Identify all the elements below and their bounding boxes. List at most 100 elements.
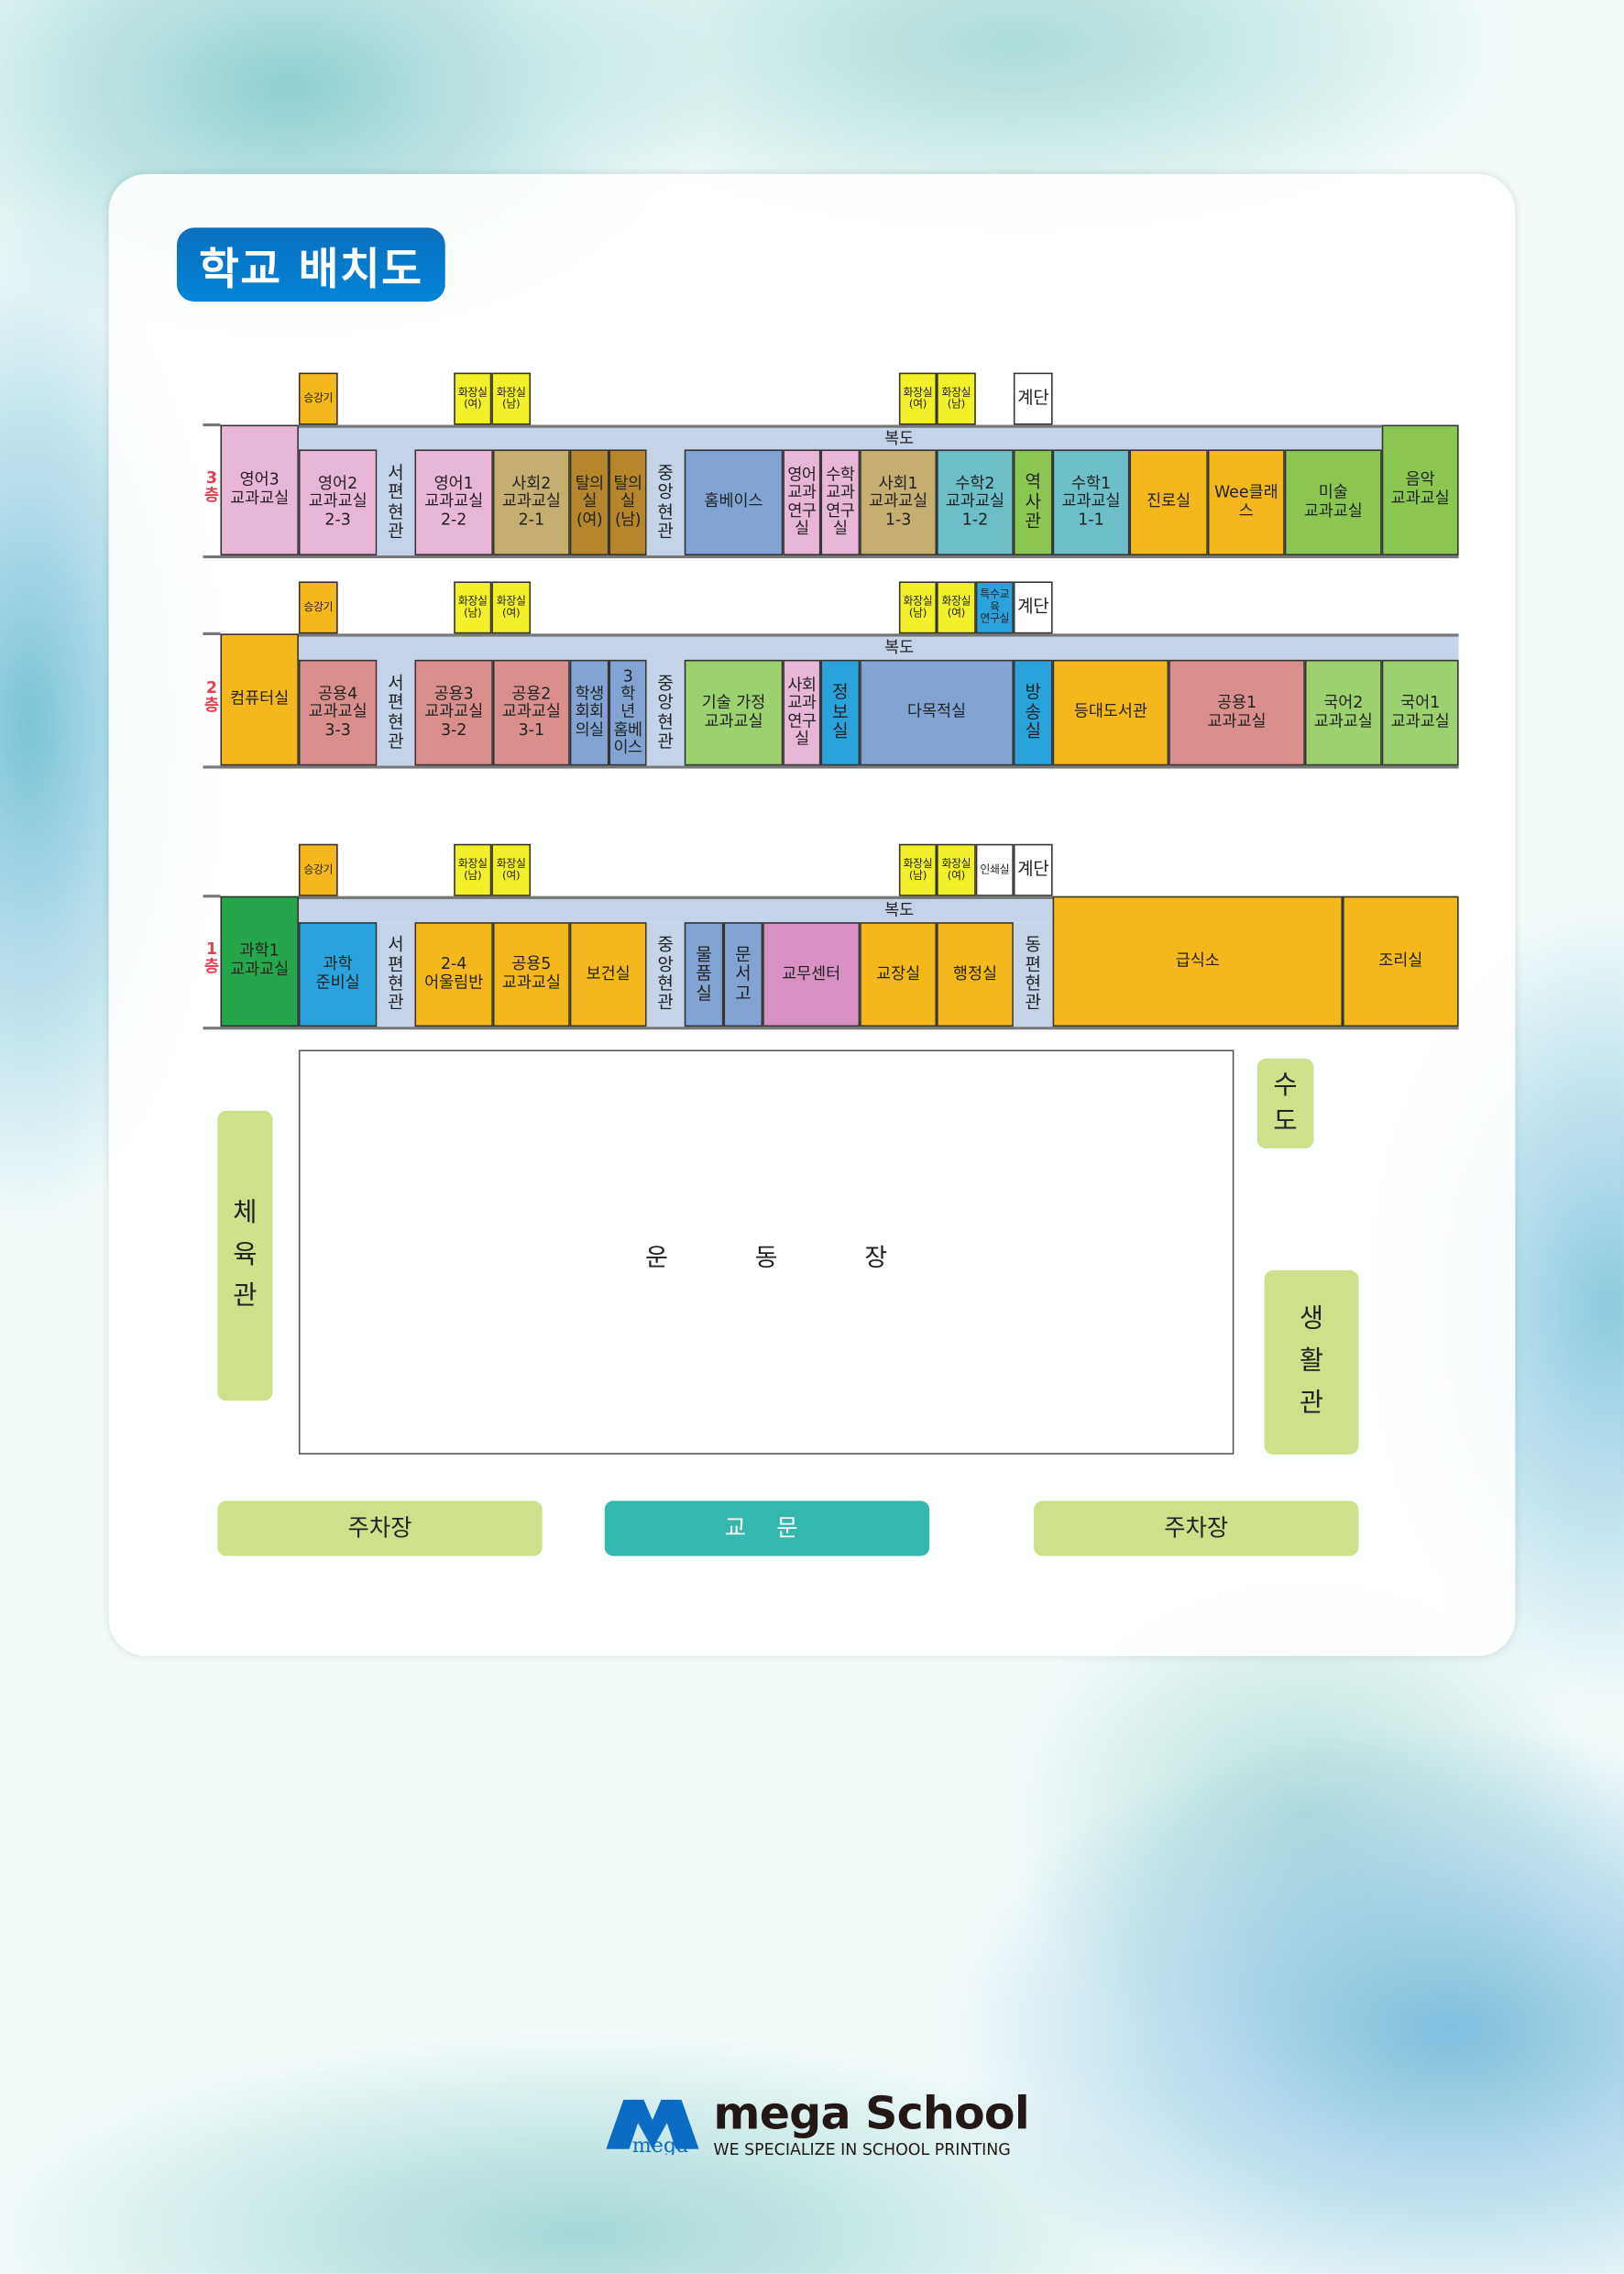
facility: 화장실 (여) bbox=[937, 581, 976, 634]
facility: 계단 bbox=[1013, 843, 1053, 896]
room: 공용4 교과교실 3-3 bbox=[298, 659, 378, 766]
room: 컴퓨터실 bbox=[220, 633, 299, 766]
room: Wee클래스 bbox=[1207, 449, 1285, 555]
room: 공용5 교과교실 bbox=[492, 922, 570, 1027]
room: 서편현관 bbox=[377, 659, 415, 766]
corridor-label: 복도 bbox=[884, 429, 915, 448]
room: 중앙현관 bbox=[646, 659, 685, 766]
room: 조리실 bbox=[1343, 895, 1459, 1027]
room: 공용2 교과교실 3-1 bbox=[492, 659, 570, 766]
room: 중앙현관 bbox=[646, 922, 685, 1027]
facility: 계단 bbox=[1013, 372, 1053, 425]
room: 사회2 교과교실 2-1 bbox=[492, 449, 570, 555]
facility: 화장실 (남) bbox=[898, 843, 938, 896]
facility: 화장실 (남) bbox=[898, 581, 938, 634]
room: 사회1 교과교실 1-3 bbox=[860, 449, 938, 555]
floor-label: 3 층 bbox=[203, 468, 219, 505]
facility: 인쇄실 bbox=[975, 843, 1014, 896]
room: 홈베이스 bbox=[684, 449, 784, 555]
facility: 화장실 (여) bbox=[937, 843, 976, 896]
facility: 화장실 (남) bbox=[491, 372, 532, 425]
floor-divider bbox=[203, 555, 1459, 559]
floor-divider bbox=[203, 423, 221, 427]
facility: 승강기 bbox=[298, 843, 338, 896]
room: 공용3 교과교실 3-2 bbox=[414, 659, 493, 766]
room: 영어3 교과교실 bbox=[220, 424, 299, 555]
room: 동편현관 bbox=[1013, 922, 1053, 1027]
facility: 승강기 bbox=[298, 581, 338, 634]
facility: 화장실 (여) bbox=[898, 372, 938, 425]
room: 수학교과연구실 bbox=[820, 449, 861, 555]
room: 사회교과연구실 bbox=[783, 659, 821, 766]
room: 다목적실 bbox=[860, 659, 1014, 766]
room: 교장실 bbox=[860, 922, 938, 1027]
room: 음악 교과교실 bbox=[1381, 424, 1459, 555]
facility: 화장실 (남) bbox=[454, 581, 492, 634]
room: 물품실 bbox=[684, 922, 724, 1027]
room: 방송실 bbox=[1013, 659, 1053, 766]
room: 탈의실(여) bbox=[569, 449, 609, 555]
gym: 체 육 관 bbox=[217, 1110, 273, 1401]
floor-label: 1 층 bbox=[203, 939, 219, 976]
corridor bbox=[298, 424, 1382, 450]
svg-text:mega: mega bbox=[632, 2134, 688, 2155]
living-hall: 생 활 관 bbox=[1264, 1269, 1359, 1455]
room: 수학1 교과교실 1-1 bbox=[1052, 449, 1130, 555]
corridor-label: 복도 bbox=[884, 900, 915, 920]
room: 등대도서관 bbox=[1052, 659, 1169, 766]
room: 수학2 교과교실 1-2 bbox=[937, 449, 1014, 555]
mega-school-logo: mega mega School WE SPECIALIZE IN SCHOOL… bbox=[600, 2088, 1036, 2159]
room: 진로실 bbox=[1129, 449, 1208, 555]
facility: 화장실 (남) bbox=[937, 372, 976, 425]
room: 미술 교과교실 bbox=[1284, 449, 1382, 555]
floor-divider bbox=[203, 895, 221, 898]
room: 영어2 교과교실 2-3 bbox=[298, 449, 378, 555]
floor-divider bbox=[203, 632, 221, 635]
room: 서편현관 bbox=[377, 922, 415, 1027]
brand-tagline: WE SPECIALIZE IN SCHOOL PRINTING bbox=[713, 2140, 1011, 2159]
facility: 승강기 bbox=[298, 372, 338, 425]
water-station: 수 도 bbox=[1256, 1058, 1314, 1149]
room: 교무센터 bbox=[763, 922, 861, 1027]
room: 학생 회회 의실 bbox=[569, 659, 609, 766]
room: 보건실 bbox=[569, 922, 647, 1027]
corridor bbox=[298, 633, 1459, 660]
parking-left: 주차장 bbox=[217, 1500, 543, 1556]
room: 영어1 교과교실 2-2 bbox=[414, 449, 493, 555]
facility: 화장실 (여) bbox=[491, 581, 532, 634]
floor-divider bbox=[203, 1027, 1459, 1030]
parking-right: 주차장 bbox=[1034, 1500, 1359, 1556]
facility: 특수교육 연구실 bbox=[975, 581, 1014, 634]
main-gate: 교 문 bbox=[604, 1500, 930, 1556]
corridor bbox=[298, 895, 1053, 923]
room: 정보실 bbox=[820, 659, 861, 766]
room: 행정실 bbox=[937, 922, 1014, 1027]
floor-divider bbox=[203, 765, 1459, 769]
facility: 화장실 (여) bbox=[454, 372, 492, 425]
room: 과학1 교과교실 bbox=[220, 895, 299, 1027]
room: 역사관 bbox=[1013, 449, 1053, 555]
room: 영어교과연구실 bbox=[783, 449, 821, 555]
room: 3 학 년 홈베 이스 bbox=[609, 659, 647, 766]
room: 국어1 교과교실 bbox=[1381, 659, 1459, 766]
facility: 화장실 (여) bbox=[491, 843, 532, 896]
room: 과학 준비실 bbox=[298, 922, 378, 1027]
page-title: 학교 배치도 bbox=[177, 227, 445, 302]
facility: 계단 bbox=[1013, 581, 1053, 634]
room: 문서고 bbox=[723, 922, 763, 1027]
playground-label: 운동장 bbox=[645, 1244, 975, 1274]
playground: 운동장 bbox=[298, 1049, 1234, 1455]
room: 공용1 교과교실 bbox=[1169, 659, 1305, 766]
floor-label: 2 층 bbox=[203, 677, 219, 715]
room: 2-4 어울림반 bbox=[414, 922, 493, 1027]
room: 탈의실(남) bbox=[609, 449, 647, 555]
room: 중앙현관 bbox=[646, 449, 685, 555]
room: 국어2 교과교실 bbox=[1304, 659, 1382, 766]
room: 기술 가정 교과교실 bbox=[684, 659, 784, 766]
corridor-label: 복도 bbox=[884, 638, 915, 657]
room: 급식소 bbox=[1052, 895, 1344, 1027]
mega-logo-icon: mega bbox=[606, 2099, 699, 2155]
facility: 화장실 (남) bbox=[454, 843, 492, 896]
room: 서편현관 bbox=[377, 449, 415, 555]
